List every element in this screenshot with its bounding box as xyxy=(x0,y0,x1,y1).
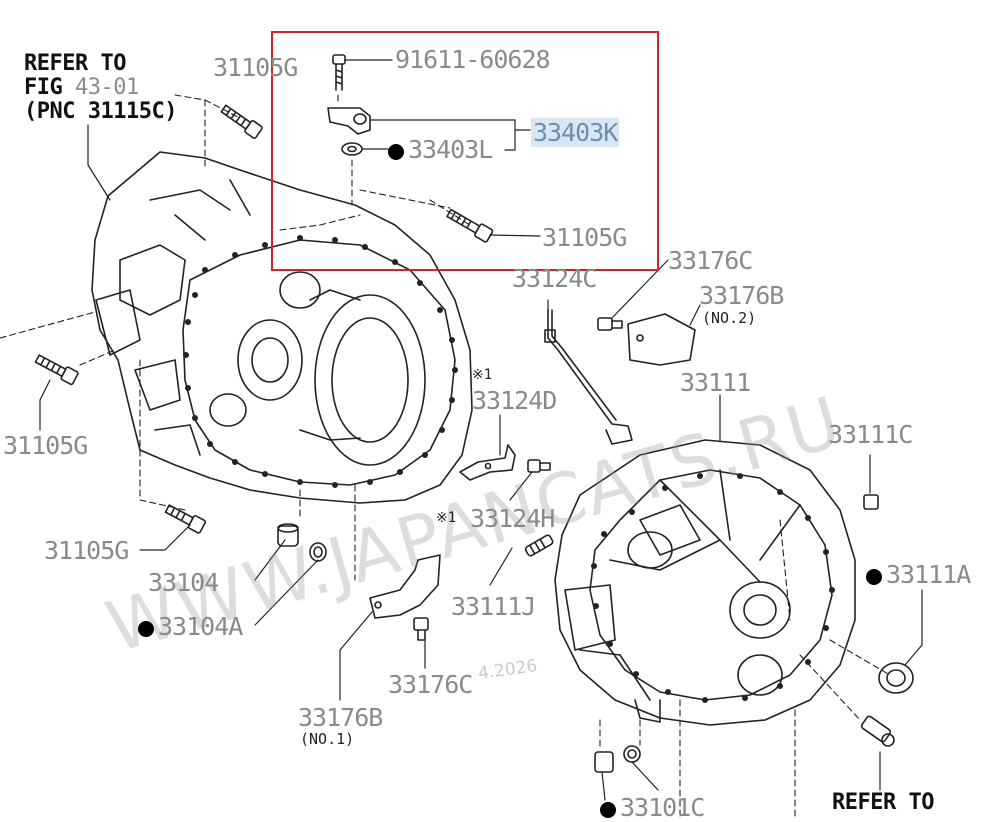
bolt-31105g-left xyxy=(34,354,79,386)
part-label-33124d[interactable]: 33124D xyxy=(472,386,557,415)
refer-fig-link[interactable]: 43-01 xyxy=(75,75,139,100)
note-mark-1b: ※1 xyxy=(436,510,457,526)
sensor-plug xyxy=(860,715,895,747)
part-label-33403k[interactable]: 33403K xyxy=(531,118,620,147)
sublabel-no1: (NO.1) xyxy=(300,730,355,748)
part-label-31105g-left[interactable]: 31105G xyxy=(3,431,88,460)
refer-to-line2: FIG 43-01 xyxy=(24,76,177,100)
part-label-33111c[interactable]: 33111C xyxy=(828,420,913,449)
bolt-31105g-box xyxy=(446,208,494,243)
part-label-33111j[interactable]: 33111J xyxy=(451,592,536,621)
part-label-31105g-box[interactable]: 31105G xyxy=(542,223,627,252)
required-dot-icon xyxy=(138,620,154,637)
bolt-33111c xyxy=(863,494,879,510)
refer-to-line3: (PNC 31115C) xyxy=(24,99,177,124)
part-label-33124c[interactable]: 33124C xyxy=(512,264,597,293)
part-label-33104a[interactable]: 33104A xyxy=(138,612,243,641)
sublabel-no2: (NO.2) xyxy=(702,309,757,327)
part-label-33176b-right[interactable]: 33176B xyxy=(699,281,784,310)
bracket-33124d xyxy=(459,444,516,481)
bracket-33403k xyxy=(327,107,371,135)
part-label-33124h[interactable]: 33124H xyxy=(470,504,555,533)
part-label-33101c-text[interactable]: 33101C xyxy=(620,793,705,822)
part-label-31105g-bottom[interactable]: 31105G xyxy=(44,536,129,565)
washer-33403l xyxy=(341,142,363,156)
plug-33104 xyxy=(277,523,299,547)
seal-33111a xyxy=(878,662,914,694)
gasket-33104a xyxy=(309,542,327,562)
bolt-33124h xyxy=(527,459,551,473)
transaxle-case-housing xyxy=(91,151,473,504)
refer-to-line1: REFER TO xyxy=(24,51,126,76)
part-label-33176b-bottom[interactable]: 33176B xyxy=(298,703,383,732)
bolt-91611-60628 xyxy=(332,54,346,91)
bolt-33176c-top xyxy=(597,317,623,331)
refer-to-note-top: REFER TO FIG 43-01 (PNC 31115C) xyxy=(24,52,177,124)
bolt-31105g-bottom xyxy=(164,504,207,534)
part-label-33176c-top[interactable]: 33176C xyxy=(668,246,753,275)
part-label-33403l-text[interactable]: 33403L xyxy=(408,135,493,164)
refer-fig-prefix: FIG xyxy=(24,75,63,100)
part-label-31105g-top[interactable]: 31105G xyxy=(213,53,298,82)
required-dot-icon xyxy=(866,568,882,585)
refer-to-note-bottom: REFER TO xyxy=(832,790,934,815)
part-label-33403l[interactable]: 33403L xyxy=(388,135,493,164)
note-mark-1a: ※1 xyxy=(472,367,493,383)
part-label-33111a-text[interactable]: 33111A xyxy=(886,560,971,589)
required-dot-icon xyxy=(600,801,616,818)
plate-33176b-no2 xyxy=(627,313,696,366)
part-label-33101c[interactable]: 33101C xyxy=(600,793,705,822)
part-label-33104a-text[interactable]: 33104A xyxy=(158,612,243,641)
plate-33176b-no1 xyxy=(369,554,441,619)
part-label-33111[interactable]: 33111 xyxy=(680,368,751,397)
bolt-31105g-top xyxy=(220,104,263,139)
rod-33124c xyxy=(544,309,633,445)
part-label-33104[interactable]: 33104 xyxy=(148,568,219,597)
part-label-33111a[interactable]: 33111A xyxy=(866,560,971,589)
part-label-91611-60628[interactable]: 91611-60628 xyxy=(395,45,551,74)
plug-33101c xyxy=(594,745,641,773)
part-label-33176c-bottom[interactable]: 33176C xyxy=(388,670,473,699)
bolt-33176c-bottom xyxy=(413,617,429,641)
required-dot-icon xyxy=(388,143,404,160)
transmission-case-housing xyxy=(554,439,856,726)
pin-33111j xyxy=(524,534,554,557)
